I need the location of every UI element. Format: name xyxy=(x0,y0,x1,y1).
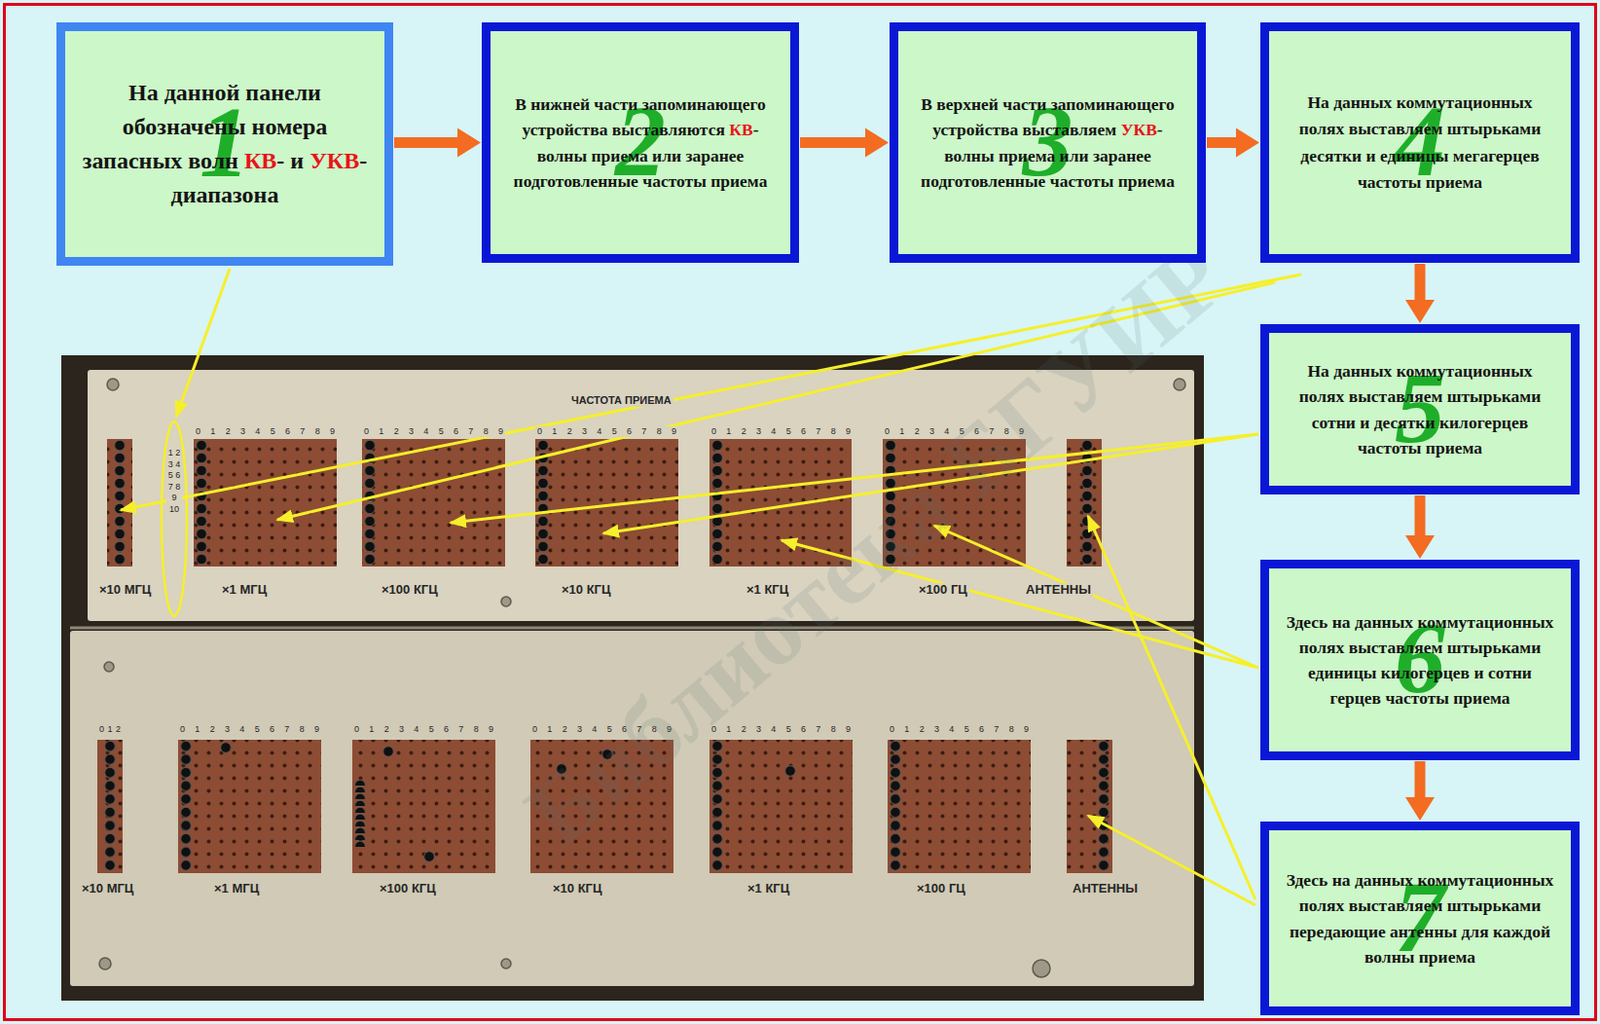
upper-pin-column xyxy=(710,438,725,566)
plug-pin xyxy=(220,742,797,863)
highlight-word: УКВ xyxy=(1121,119,1158,140)
flow-arrow xyxy=(1206,128,1260,158)
panel-divider xyxy=(70,626,1195,630)
scale-label: ×10 МГЦ xyxy=(97,582,153,598)
flow-arrow xyxy=(1405,495,1435,559)
upper-plug-field xyxy=(107,438,133,567)
panel-screw xyxy=(501,596,511,607)
panel-screw xyxy=(1173,378,1186,391)
lower-plug-field xyxy=(178,739,322,873)
lower-pin-column xyxy=(179,739,193,873)
plug-pin xyxy=(424,851,436,863)
watermark: Библиотека БГУИР xyxy=(504,220,1248,871)
lower-plug-field xyxy=(352,739,496,873)
lower-pin-column xyxy=(1096,739,1111,873)
flow-arrow xyxy=(1405,263,1435,324)
panel-screw xyxy=(107,378,119,391)
column-digits: 0 1 2 3 4 5 6 7 8 9 xyxy=(362,426,506,437)
step-box: 2В нижней части запоминающего устройства… xyxy=(481,22,800,263)
step-box: 3В верхней части запоминающего устройств… xyxy=(889,22,1206,263)
scale-label: ×1 КГЦ xyxy=(745,881,792,897)
scale-label: ×10 МГЦ xyxy=(79,881,136,897)
scale-label: ×100 ГЦ xyxy=(916,582,970,598)
column-digits: 0 1 2 3 4 5 6 7 8 9 xyxy=(535,426,679,437)
step-text: В нижней части запоминающего устройства … xyxy=(490,91,791,194)
upper-plug-field xyxy=(535,438,679,567)
panel-screw xyxy=(99,957,111,970)
plug-pin xyxy=(785,765,797,777)
highlight-word: КВ xyxy=(244,147,277,174)
lower-pin-column xyxy=(353,778,367,847)
scale-label: ×10 КГЦ xyxy=(550,881,604,897)
panel-screw xyxy=(501,958,511,969)
scale-label: АНТЕННЫ xyxy=(1023,582,1093,598)
scale-label: АНТЕННЫ xyxy=(1070,881,1140,897)
lower-pin-column xyxy=(103,739,117,873)
column-digits: 0 1 2 xyxy=(97,724,123,735)
scale-label: ×100 КГЦ xyxy=(377,881,438,897)
panel-screw xyxy=(1032,959,1051,978)
step-box: 7Здесь на данных коммутационных полях вы… xyxy=(1260,821,1580,1016)
step-text: Здесь на данных коммутационных полях выс… xyxy=(1269,867,1571,970)
leader-line xyxy=(934,525,1259,668)
column-digits: 0 1 2 3 4 5 6 7 8 9 xyxy=(193,426,337,437)
step-text: На данных коммутационных полях выставляе… xyxy=(1269,358,1571,461)
scale-label: ×100 КГЦ xyxy=(379,582,440,598)
leader-line xyxy=(1088,515,1256,900)
flow-arrow xyxy=(800,128,889,158)
scale-label: ×10 КГЦ xyxy=(559,582,613,598)
highlight-word: КВ xyxy=(728,119,753,140)
upper-plug-field xyxy=(193,438,337,567)
column-digits: 0 1 2 3 4 5 6 7 8 9 xyxy=(178,724,322,735)
step-text: На данной панели обозначены номера запас… xyxy=(65,75,385,212)
column-digits: 0 1 2 3 4 5 6 7 8 9 xyxy=(709,426,853,437)
row-numbers: 1 2 3 4 5 6 7 8 9 10 xyxy=(166,447,182,515)
column-digits: 0 1 2 3 4 5 6 7 8 9 xyxy=(352,724,496,735)
step-box: 5На данных коммутационных полях выставля… xyxy=(1260,324,1580,495)
highlight-oval xyxy=(161,421,187,617)
step-box: 1На данной панели обозначены номера запа… xyxy=(56,22,394,266)
lower-pin-column xyxy=(888,739,903,873)
step-box: 4На данных коммутационных полях выставля… xyxy=(1260,22,1580,263)
scale-label: ×100 ГЦ xyxy=(914,881,968,897)
step-text: Здесь на данных коммутационных полях выс… xyxy=(1269,609,1571,712)
lower-plug-field xyxy=(97,739,123,873)
column-digits: 0 1 2 3 4 5 6 7 8 9 xyxy=(887,724,1031,735)
lower-plug-field xyxy=(887,739,1031,873)
lower-pin-column xyxy=(710,739,725,873)
flow-arrow xyxy=(394,128,481,158)
panel-screw xyxy=(104,661,114,672)
flow-arrow xyxy=(1405,761,1435,821)
lower-plug-field xyxy=(1066,739,1113,873)
upper-pin-column xyxy=(112,438,127,566)
leader-line xyxy=(176,268,230,417)
step-text: В верхней части запоминающего устройства… xyxy=(898,91,1198,194)
scale-label: ×1 МГЦ xyxy=(219,582,269,598)
plug-pin xyxy=(220,742,232,754)
upper-pin-column xyxy=(194,438,209,566)
lower-plug-field xyxy=(709,739,853,873)
step-box: 6Здесь на данных коммутационных полях вы… xyxy=(1260,559,1580,761)
panel-title: ЧАСТОТА ПРИЕМА xyxy=(569,394,674,407)
step-text: На данных коммутационных полях выставляе… xyxy=(1269,89,1571,196)
highlight-word: УКВ xyxy=(309,147,360,174)
step-number: 1 xyxy=(65,91,385,193)
plug-pin xyxy=(383,746,395,758)
scale-label: ×1 МГЦ xyxy=(212,881,261,897)
